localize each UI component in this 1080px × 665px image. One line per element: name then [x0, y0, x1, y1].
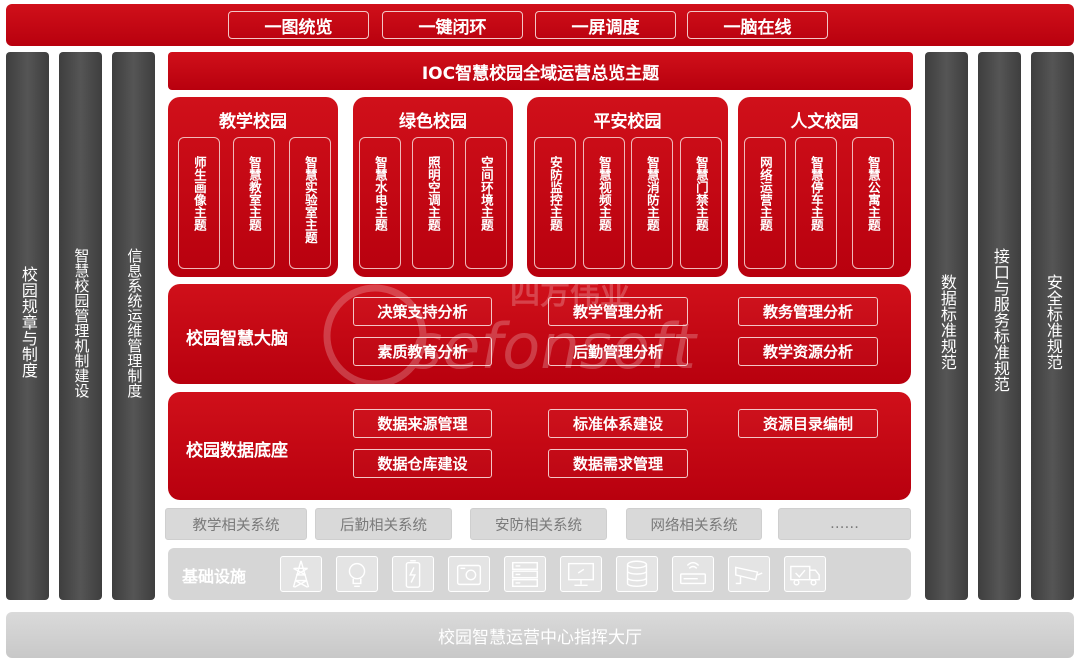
top-bar: 一图统览 一键闭环 一屏调度 一脑在线 [6, 4, 1074, 46]
group-safe-campus: 平安校园 安防监控主题 智慧视频主题 智慧消防主题 智慧门禁主题 [527, 97, 728, 277]
theme-card[interactable]: 智慧水电主题 [359, 137, 401, 269]
theme-card[interactable]: 师生画像主题 [178, 137, 220, 269]
command-hall-bar: 校园智慧运营中心指挥大厅 [6, 612, 1074, 658]
data-demand-management[interactable]: 数据需求管理 [548, 449, 688, 478]
database-icon [616, 556, 658, 592]
system-teaching[interactable]: 教学相关系统 [165, 508, 307, 540]
server-icon [504, 556, 546, 592]
battery-icon [392, 556, 434, 592]
theme-title: IOC智慧校园全域运营总览主题 [168, 52, 913, 90]
analysis-decision-support[interactable]: 决策支持分析 [353, 297, 492, 326]
resource-catalog-compilation[interactable]: 资源目录编制 [738, 409, 878, 438]
pillar-it-ops-system: 信息系统运维管理制度 [112, 52, 155, 600]
pillar-label: 数据标准规范 [937, 274, 957, 370]
group-humanities-campus: 人文校园 网络运营主题 智慧停车主题 智慧公寓主题 [738, 97, 911, 277]
theme-card-label: 智慧视频主题 [596, 156, 612, 231]
power-tower-icon [280, 556, 322, 592]
analysis-teaching-management[interactable]: 教学管理分析 [548, 297, 688, 326]
top-button-overview[interactable]: 一图统览 [228, 11, 369, 39]
group-title: 人文校园 [790, 112, 859, 132]
section-label: 校园数据底座 [186, 441, 288, 461]
theme-card[interactable]: 照明空调主题 [412, 137, 454, 269]
section-campus-brain: 校园智慧大脑 决策支持分析 教学管理分析 教务管理分析 素质教育分析 后勤管理分… [168, 284, 911, 384]
truck-icon [784, 556, 826, 592]
theme-card[interactable]: 智慧门禁主题 [680, 137, 722, 269]
theme-card-label: 智慧实验室主题 [302, 156, 318, 244]
pillar-management-mechanism: 智慧校园管理机制建设 [59, 52, 102, 600]
theme-card-label: 网络运营主题 [757, 156, 773, 231]
theme-card[interactable]: 安防监控主题 [534, 137, 576, 269]
theme-card[interactable]: 智慧教室主题 [233, 137, 275, 269]
group-teaching-campus: 教学校园 师生画像主题 智慧教室主题 智慧实验室主题 [168, 97, 338, 277]
theme-card-label: 智慧公寓主题 [865, 156, 881, 231]
light-bulb-icon [336, 556, 378, 592]
group-title: 教学校园 [219, 112, 287, 132]
infrastructure-label: 基础设施 [182, 567, 247, 586]
pillar-security-standards: 安全标准规范 [1031, 52, 1074, 600]
section-label: 校园智慧大脑 [186, 329, 288, 349]
data-source-management[interactable]: 数据来源管理 [353, 409, 492, 438]
theme-card-label: 智慧消防主题 [644, 156, 660, 231]
pillar-data-standards: 数据标准规范 [925, 52, 968, 600]
top-button-online[interactable]: 一脑在线 [687, 11, 828, 39]
theme-card-label: 智慧水电主题 [372, 156, 388, 231]
security-camera-icon [728, 556, 770, 592]
pillar-campus-rules: 校园规章与制度 [6, 52, 49, 600]
group-title: 平安校园 [593, 112, 662, 132]
system-more[interactable]: …… [778, 508, 911, 540]
camera-device-icon [448, 556, 490, 592]
theme-card-label: 安防监控主题 [547, 156, 563, 231]
data-warehouse-construction[interactable]: 数据仓库建设 [353, 449, 492, 478]
pillar-label: 接口与服务标准规范 [990, 248, 1010, 392]
group-green-campus: 绿色校园 智慧水电主题 照明空调主题 空间环境主题 [353, 97, 513, 277]
group-title: 绿色校园 [399, 112, 467, 132]
analysis-quality-education[interactable]: 素质教育分析 [353, 337, 492, 366]
system-network[interactable]: 网络相关系统 [626, 508, 762, 540]
top-button-closed-loop[interactable]: 一键闭环 [382, 11, 523, 39]
system-logistics[interactable]: 后勤相关系统 [315, 508, 452, 540]
analysis-academic-affairs[interactable]: 教务管理分析 [738, 297, 878, 326]
theme-card[interactable]: 智慧公寓主题 [852, 137, 894, 269]
system-security[interactable]: 安防相关系统 [470, 508, 607, 540]
pillar-label: 安全标准规范 [1043, 274, 1063, 370]
theme-card[interactable]: 智慧停车主题 [795, 137, 837, 269]
theme-card-label: 空间环境主题 [478, 156, 494, 231]
pillar-label: 信息系统运维管理制度 [125, 248, 144, 398]
analysis-logistics-management[interactable]: 后勤管理分析 [548, 337, 688, 366]
standard-system-construction[interactable]: 标准体系建设 [548, 409, 688, 438]
theme-card[interactable]: 智慧实验室主题 [289, 137, 331, 269]
theme-card-label: 智慧停车主题 [808, 156, 824, 231]
top-button-dispatch[interactable]: 一屏调度 [535, 11, 676, 39]
theme-card[interactable]: 网络运营主题 [744, 137, 786, 269]
monitor-icon [560, 556, 602, 592]
section-campus-data-base: 校园数据底座 数据来源管理 标准体系建设 资源目录编制 数据仓库建设 数据需求管… [168, 392, 911, 500]
theme-card-label: 智慧门禁主题 [693, 156, 709, 231]
theme-card-label: 照明空调主题 [425, 156, 441, 231]
theme-card[interactable]: 空间环境主题 [465, 137, 507, 269]
theme-card[interactable]: 智慧视频主题 [583, 137, 625, 269]
theme-card[interactable]: 智慧消防主题 [631, 137, 673, 269]
theme-card-label: 智慧教室主题 [246, 156, 262, 231]
analysis-teaching-resources[interactable]: 教学资源分析 [738, 337, 878, 366]
infrastructure-row: 基础设施 [168, 548, 911, 600]
pillar-label: 校园规章与制度 [18, 266, 38, 378]
pillar-label: 智慧校园管理机制建设 [72, 248, 91, 398]
theme-card-label: 师生画像主题 [191, 156, 207, 231]
pillar-interface-standards: 接口与服务标准规范 [978, 52, 1021, 600]
router-icon [672, 556, 714, 592]
